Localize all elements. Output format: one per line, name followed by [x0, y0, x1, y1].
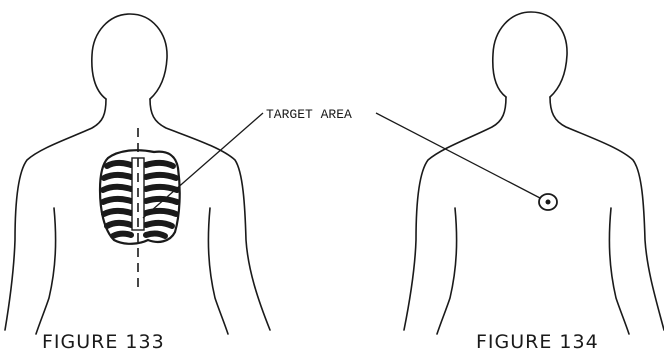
figure-134-left-torso: [437, 208, 457, 334]
target-area-label: TARGET AREA: [266, 107, 352, 122]
target-marker: [539, 194, 557, 210]
target-circle-dot: [546, 200, 551, 205]
figure-134-body-outline: [404, 12, 664, 334]
figure-134-caption: FIGURE 134: [476, 331, 599, 353]
figure-133-head: [92, 14, 167, 99]
figure-133-left-outline: [5, 99, 106, 330]
figure-133-caption: FIGURE 133: [42, 331, 165, 353]
figure-133-right-torso: [208, 208, 228, 334]
figure-134-head: [493, 12, 567, 97]
figure-133-left-torso: [36, 208, 56, 334]
figure-134-right-outline: [550, 97, 664, 330]
callout-leaders: [143, 113, 540, 218]
leader-to-target: [376, 113, 540, 198]
figure-134-right-torso: [609, 208, 629, 334]
